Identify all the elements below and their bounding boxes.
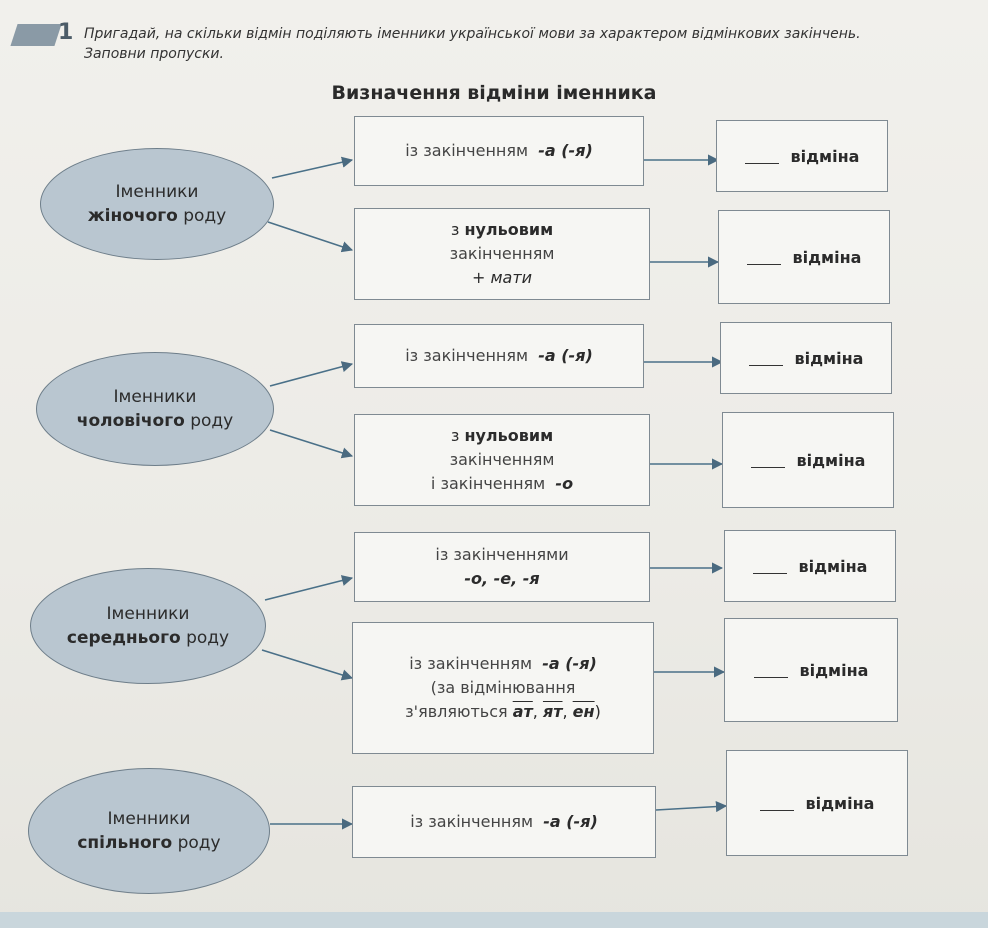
blank-field[interactable] <box>744 149 779 164</box>
rule-text: + мати <box>471 268 533 287</box>
group-word: роду <box>177 833 221 853</box>
group-word: роду <box>190 411 234 431</box>
rule-text: (за відмінювання <box>430 678 576 697</box>
link-g1-b1 <box>271 156 354 179</box>
link-g3-b5 <box>264 575 354 601</box>
group-gender: жіночого <box>87 206 178 226</box>
rule-box-7: із закінченням -а (-я) <box>352 786 656 858</box>
link-g3-b6 <box>261 649 354 681</box>
result-box-7[interactable]: відміна <box>726 750 908 856</box>
link-b7-r7 <box>655 800 728 813</box>
group-word: роду <box>186 628 230 648</box>
suffix-at: ат <box>512 702 533 721</box>
result-word: відміна <box>805 793 875 813</box>
group-label: Іменники <box>113 387 197 407</box>
link-g2-b4 <box>269 429 354 459</box>
rule-text: із закінченням <box>410 812 534 831</box>
rule-text: закінченням <box>449 244 555 263</box>
blank-field[interactable] <box>748 351 783 366</box>
suffix-yat: ят <box>542 702 563 721</box>
diagram-title: Визначення відміни іменника <box>331 82 657 104</box>
group-gender: чоловічого <box>76 411 185 431</box>
rule-text: із закінченнями <box>435 545 569 564</box>
result-word: відміна <box>790 146 860 166</box>
rule-text: з <box>450 220 460 239</box>
rule-text: і закінченням <box>430 474 546 493</box>
task-number: 1 <box>58 20 74 45</box>
blank-field[interactable] <box>746 250 781 265</box>
group-feminine: Іменники жіночого роду <box>40 148 274 260</box>
rule-text: закінченням <box>449 450 555 469</box>
result-box-4[interactable]: відміна <box>722 412 894 508</box>
group-gender: спільного <box>77 833 173 853</box>
link-g2-b3 <box>269 361 354 387</box>
result-box-5[interactable]: відміна <box>724 530 896 602</box>
rule-box-4: з нульовим закінченням і закінченням -о <box>354 414 650 506</box>
group-neuter: Іменники середнього роду <box>30 568 266 684</box>
rule-box-6: із закінченням -а (-я) (за відмінювання … <box>352 622 654 754</box>
result-word: відміна <box>799 660 869 680</box>
rule-box-2: з нульовим закінченням + мати <box>354 208 650 300</box>
group-masculine: Іменники чоловічого роду <box>36 352 274 466</box>
rule-ending: -а (-я) <box>538 141 593 160</box>
rule-ending: -о, -е, -я <box>464 569 540 588</box>
rule-ending: -а (-я) <box>543 812 598 831</box>
rule-text: із закінченням <box>405 141 529 160</box>
group-label: Іменники <box>107 809 191 829</box>
blank-field[interactable] <box>759 796 794 811</box>
result-word: відміна <box>796 450 866 470</box>
result-box-3[interactable]: відміна <box>720 322 892 394</box>
group-gender: середнього <box>66 628 181 648</box>
rule-text: з <box>450 426 460 445</box>
result-box-1[interactable]: відміна <box>716 120 888 192</box>
result-box-6[interactable]: відміна <box>724 618 898 722</box>
result-box-2[interactable]: відміна <box>718 210 890 304</box>
rule-text: ) <box>594 702 601 721</box>
rule-bold: нульовим <box>464 426 554 445</box>
result-word: відміна <box>798 556 868 576</box>
rule-text: із закінченням <box>405 346 529 365</box>
rule-bold: нульовим <box>464 220 554 239</box>
group-word: роду <box>183 206 227 226</box>
rule-ending: -а (-я) <box>542 654 597 673</box>
suffix-en: ен <box>572 702 595 721</box>
group-common: Іменники спільного роду <box>28 768 270 894</box>
rule-text: з'являються <box>405 702 508 721</box>
blank-field[interactable] <box>752 559 787 574</box>
page-footer-band <box>0 912 988 928</box>
group-label: Іменники <box>106 604 190 624</box>
blank-field[interactable] <box>750 453 785 468</box>
rule-ending: -а (-я) <box>538 346 593 365</box>
rule-box-3: із закінченням -а (-я) <box>354 324 644 388</box>
blank-field[interactable] <box>753 663 788 678</box>
rule-box-5: із закінченнями -о, -е, -я <box>354 532 650 602</box>
rule-box-1: із закінченням -а (-я) <box>354 116 644 186</box>
result-word: відміна <box>794 348 864 368</box>
rule-text: із закінченням <box>409 654 533 673</box>
group-label: Іменники <box>115 182 199 202</box>
result-word: відміна <box>792 247 862 267</box>
task-instruction: Пригадай, на скільки відмін поділяють ім… <box>84 26 861 62</box>
link-g1-b2 <box>267 221 354 253</box>
rule-ending: -о <box>555 474 574 493</box>
